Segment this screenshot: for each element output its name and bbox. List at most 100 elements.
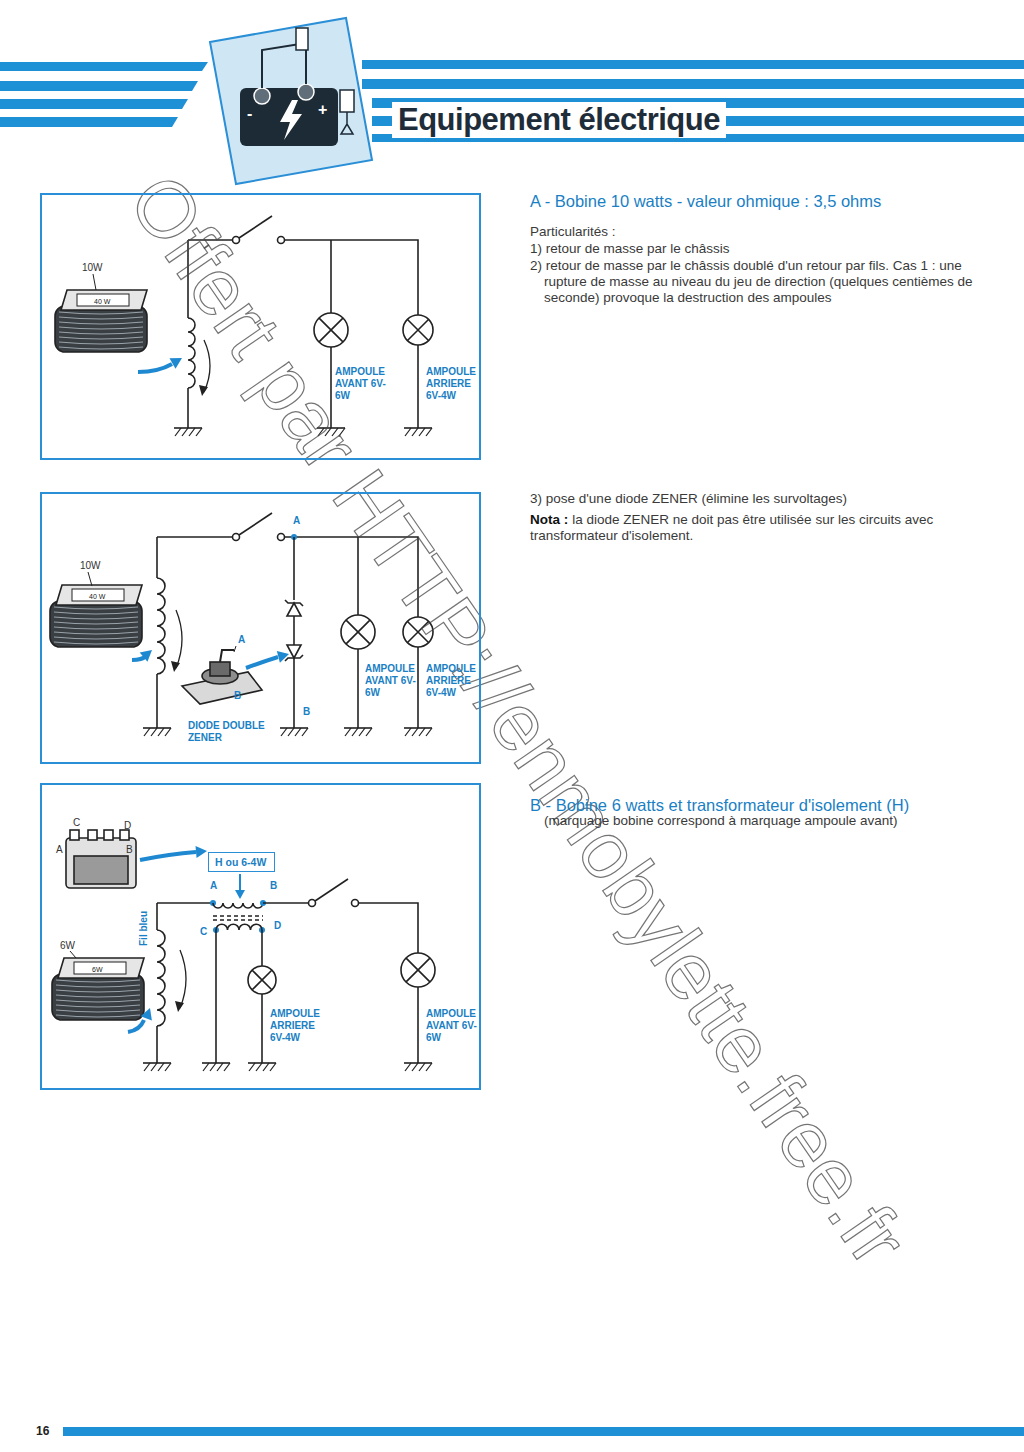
terminal-letter: B [303, 706, 310, 718]
lamp-label: AMPOULE AVANT 6V-6W [426, 1008, 482, 1044]
coil-picture [54, 632, 138, 634]
ground-symbol [144, 728, 150, 736]
zener-symbol [285, 600, 303, 606]
coil-marking: 40 W [89, 593, 105, 601]
list-item: 2) retour de masse par le châssis doublé… [530, 258, 989, 306]
coil-rating: 10W [80, 560, 101, 572]
coil-picture [58, 958, 144, 978]
coil-picture [56, 1000, 140, 1002]
wire [156, 1026, 158, 1063]
coil-picture [56, 995, 140, 997]
coil-marking: 6W [92, 966, 103, 974]
wire [187, 388, 189, 428]
terminal-tab [104, 830, 113, 840]
ground-symbol [366, 728, 372, 736]
ground-symbol [426, 428, 432, 436]
wire [285, 240, 418, 315]
lamp-symbol [248, 966, 276, 994]
terminal-tab [120, 830, 129, 840]
ground-symbol [224, 1063, 230, 1071]
coil-picture [56, 1015, 140, 1017]
current-arrow [171, 661, 180, 672]
ground-symbol [270, 1063, 276, 1071]
footer-bar [63, 1427, 1024, 1436]
current-arrow [176, 610, 182, 668]
leader-line [93, 274, 96, 290]
ground-symbol [165, 1063, 171, 1071]
ground-symbol [175, 428, 181, 436]
transformer-winding [216, 924, 262, 930]
coil-picture [72, 589, 124, 601]
coil-rating: 6W [60, 940, 75, 952]
wire [156, 537, 158, 578]
page-number: 16 [36, 1424, 49, 1438]
coil-picture [59, 342, 143, 344]
ground-symbol [419, 728, 425, 736]
diode-picture [210, 662, 230, 676]
page-title: Equipement électrique [392, 102, 726, 138]
coil-picture [59, 337, 143, 339]
ground-symbol [210, 1063, 216, 1071]
ground-symbol [256, 1063, 262, 1071]
lamp-symbol [408, 320, 429, 341]
lamp-label: AMPOULE ARRIERE 6V-4W [270, 1008, 326, 1044]
rating-text: H ou 6-4W [215, 856, 266, 868]
ground-symbol [151, 1063, 157, 1071]
terminal-letter: A [210, 880, 217, 892]
ground-symbol [412, 428, 418, 436]
switch-symbol [315, 879, 348, 901]
lamp-label: AMPOULE ARRIERE 6V-4W [426, 663, 482, 699]
lamp-symbol [406, 958, 430, 982]
coil-picture [77, 294, 129, 306]
zener-symbol [287, 645, 301, 658]
ground-symbol [196, 428, 202, 436]
terminal-letter: B [270, 880, 277, 892]
ground-symbol [288, 728, 294, 736]
lamp-symbol [403, 315, 433, 345]
lamp-symbol [401, 953, 435, 987]
note-text: la diode ZENER ne doit pas être utilisée… [530, 512, 933, 543]
coil-picture [56, 1005, 140, 1007]
coil-picture [59, 327, 143, 329]
coil-picture [54, 622, 138, 624]
pointer-arrow [235, 890, 245, 899]
switch-symbol [278, 237, 285, 244]
switch-symbol [239, 513, 272, 535]
coil-picture [59, 332, 143, 334]
watermark: Offert par HTTP://enmobylette.free.fr [111, 158, 926, 1281]
circuit-panel: A10W40 WABBDIODE DOUBLE ZENERAMPOULE AVA… [40, 492, 481, 764]
section-heading: B - Bobine 6 watts et transformateur d'i… [530, 795, 909, 815]
current-arrow [175, 1001, 184, 1012]
lamp-symbol [341, 615, 375, 649]
wire [261, 930, 263, 966]
lamp-symbol [319, 318, 343, 342]
coil-picture [59, 347, 143, 349]
coil-picture [59, 312, 143, 314]
transformer-picture [66, 838, 136, 888]
wire-label: Fil bleu [138, 911, 150, 946]
note-paragraph: Nota :la diode ZENER ne doit pas être ut… [530, 512, 975, 544]
lamp-label: AMPOULE ARRIERE 6V-4W [426, 366, 482, 402]
ground-symbol [352, 728, 358, 736]
ground-symbol [144, 1063, 150, 1071]
ground-symbol [151, 728, 157, 736]
pointer-arrow [169, 358, 182, 369]
wire [156, 674, 158, 728]
coil-picture [59, 317, 143, 319]
wire [157, 902, 213, 904]
ground-symbol [419, 428, 425, 436]
header-stripes [0, 60, 1024, 142]
lamp-symbol [346, 620, 370, 644]
wire [417, 345, 419, 428]
pointer-arrow [141, 1008, 152, 1020]
terminal-letter: A [293, 515, 300, 527]
pointer-arrow [239, 874, 241, 892]
body-text: Particularités : [530, 224, 616, 240]
ground-symbol [189, 428, 195, 436]
leader-line [234, 646, 236, 652]
terminal-letter: B [126, 844, 133, 856]
terminal-letter: A [56, 844, 63, 856]
transformer-picture [74, 856, 128, 884]
coil-picture [61, 290, 147, 310]
ground-symbol [426, 1063, 432, 1071]
